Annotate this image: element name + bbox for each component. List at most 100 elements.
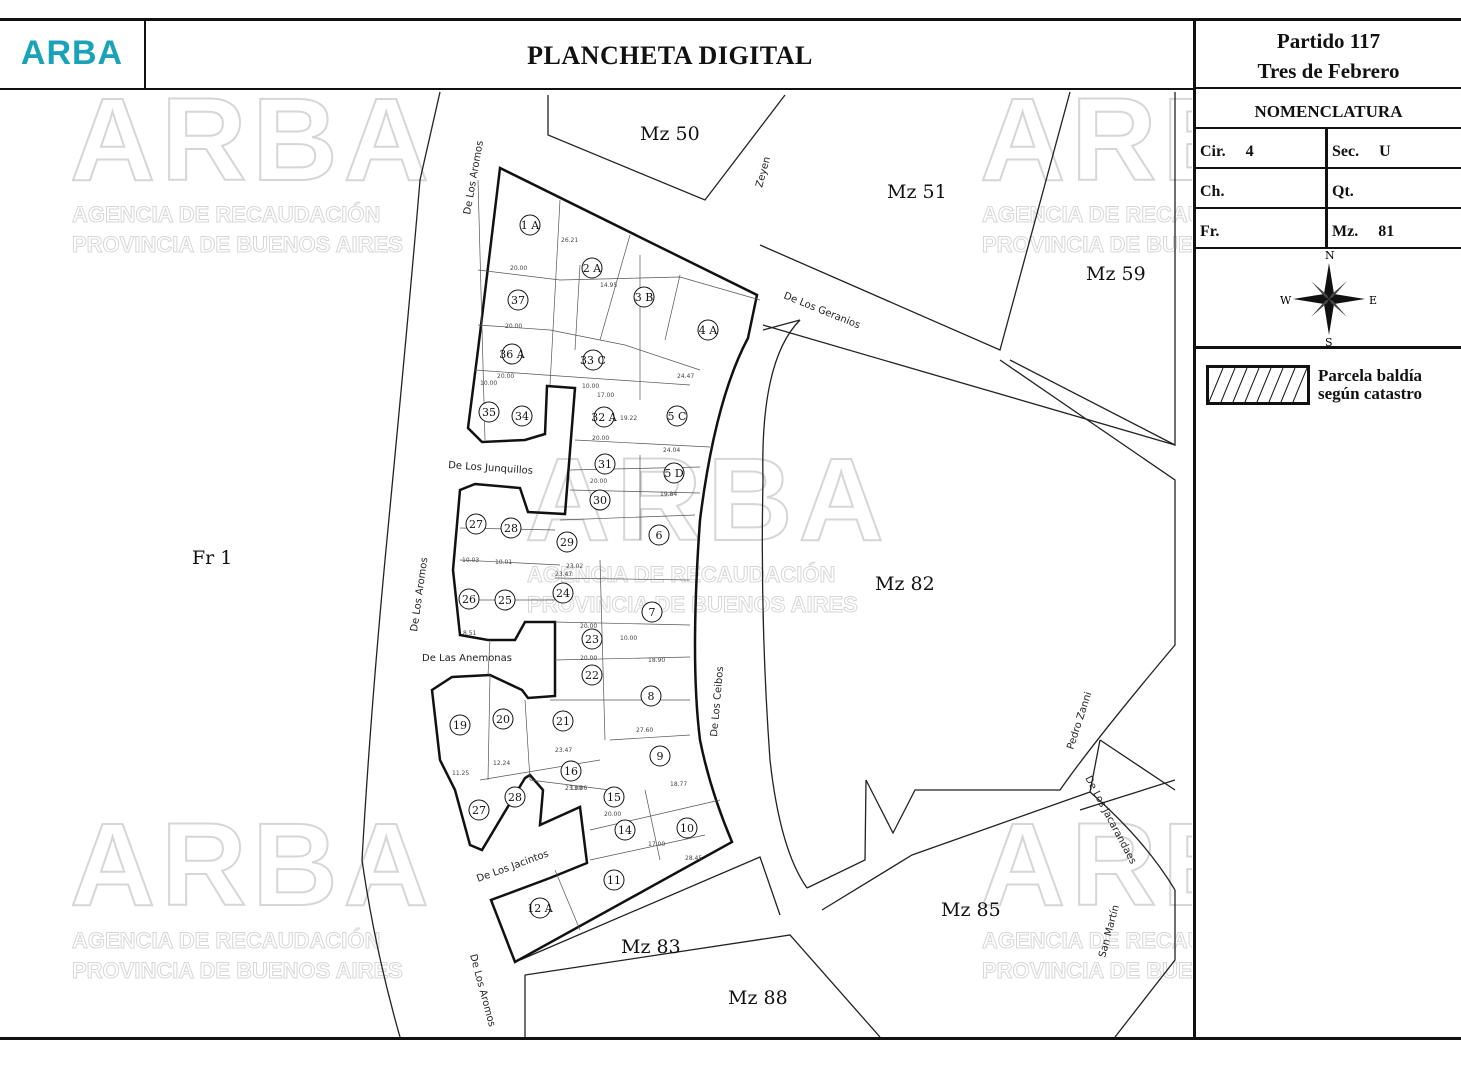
hatch-icon bbox=[1208, 367, 1308, 403]
svg-text:N: N bbox=[1325, 249, 1335, 262]
dimension-label: 20.00 bbox=[592, 435, 609, 442]
watermark-line2: PROVINCIA DE BUENOS AIRES bbox=[72, 958, 403, 983]
block-label: Mz 83 bbox=[621, 936, 681, 958]
lot-circle bbox=[603, 869, 625, 891]
watermark-top-left: ARBA AGENCIA DE RECAUDACIÓN PROVINCIA DE… bbox=[69, 91, 435, 258]
dimension-label: 17.00 bbox=[597, 392, 614, 399]
lot-marker: 31 bbox=[594, 453, 616, 475]
dimension-label: 28.45 bbox=[685, 855, 702, 862]
watermark-top-right: ARBA AGENCIA DE RECAUDACIÓN PROVINCIA DE… bbox=[979, 91, 1192, 258]
lot-number: 36 A bbox=[499, 348, 525, 361]
lot-marker: 12 A bbox=[527, 897, 554, 919]
title-cell: PLANCHETA DIGITAL bbox=[146, 18, 1194, 90]
lot-number: 24 bbox=[556, 587, 570, 600]
lot-number: 27 bbox=[469, 518, 483, 531]
street-label: De Los Aromos bbox=[462, 140, 486, 216]
lot-circle bbox=[494, 589, 516, 611]
dimension-label: 20.00 bbox=[580, 623, 597, 630]
lot-circle bbox=[465, 513, 487, 535]
lot-circle bbox=[501, 343, 523, 365]
lot-circle bbox=[603, 786, 625, 808]
lot-marker: 23 bbox=[581, 628, 603, 650]
lot-marker: 19 bbox=[449, 714, 471, 736]
lot-circle bbox=[507, 289, 529, 311]
dimension-label: 26.21 bbox=[561, 237, 578, 244]
dimension-label: 19.84 bbox=[660, 491, 677, 498]
watermark-line2: PROVINCIA DE BUENOS AIRES bbox=[982, 232, 1192, 257]
lot-number: 29 bbox=[560, 536, 574, 549]
block-label: Mz 88 bbox=[728, 987, 788, 1009]
lot-circle bbox=[697, 319, 719, 341]
lot-number: 28 bbox=[508, 791, 522, 804]
lot-number: 10 bbox=[680, 822, 694, 835]
watermark-line1: AGENCIA DE RECAUDACIÓN bbox=[72, 928, 380, 953]
lot-circle bbox=[649, 745, 671, 767]
lot-marker: 8 bbox=[640, 685, 662, 707]
block-outlines bbox=[361, 91, 1176, 1037]
dimension-label: 19.22 bbox=[620, 415, 637, 422]
fr-field: Fr. bbox=[1196, 209, 1328, 247]
lot-circle bbox=[582, 349, 604, 371]
lot-number: 7 bbox=[649, 606, 656, 619]
watermark-line1: AGENCIA DE RECAUDACIÓN bbox=[527, 562, 835, 587]
watermark-line2: PROVINCIA DE BUENOS AIRES bbox=[982, 958, 1192, 983]
watermark-text: ARBA bbox=[980, 91, 1192, 206]
watermark-text: ARBA bbox=[980, 799, 1192, 931]
lot-marker: 27 bbox=[465, 513, 487, 535]
lot-number: 25 bbox=[498, 594, 512, 607]
dimension-label: 12.24 bbox=[493, 760, 510, 767]
lot-number: 34 bbox=[515, 410, 529, 423]
nomenclature-row: Fr. Mz.81 bbox=[1196, 209, 1461, 249]
lot-circle bbox=[633, 286, 655, 308]
lot-marker: 3 B bbox=[633, 286, 655, 308]
lot-circle bbox=[593, 406, 615, 428]
lot-marker: 37 bbox=[507, 289, 529, 311]
qt-field: Qt. bbox=[1332, 183, 1354, 200]
lot-number: 1 A bbox=[521, 219, 540, 232]
legend: Parcela baldía según catastro bbox=[1196, 349, 1461, 409]
dimension-label: 14.95 bbox=[600, 282, 617, 289]
lot-number: 37 bbox=[511, 294, 525, 307]
lot-number: 4 A bbox=[699, 324, 718, 337]
compass-icon: N S E W bbox=[1280, 249, 1377, 349]
lot-number: 12 A bbox=[527, 902, 553, 915]
lot-circle bbox=[552, 582, 574, 604]
lot-marker: 30 bbox=[589, 489, 611, 511]
lot-lines bbox=[459, 179, 761, 931]
watermark-text: ARBA bbox=[70, 91, 435, 206]
dimension-label: 18.90 bbox=[648, 657, 665, 664]
lot-number: 31 bbox=[598, 458, 612, 471]
lot-circle bbox=[676, 817, 698, 839]
street-label: De Las Anemonas bbox=[422, 653, 512, 664]
block-label: Mz 59 bbox=[1086, 263, 1146, 285]
block-label: Mz 85 bbox=[941, 899, 1001, 921]
lot-circle bbox=[478, 401, 500, 423]
lot-marker: 32 A bbox=[591, 406, 618, 428]
dimension-label: 10.00 bbox=[480, 380, 497, 387]
dimension-label: 10.03 bbox=[462, 557, 479, 564]
lot-marker: 34 bbox=[511, 405, 533, 427]
watermark-bottom-left: ARBA AGENCIA DE RECAUDACIÓN PROVINCIA DE… bbox=[69, 798, 430, 984]
lot-number: 15 bbox=[607, 791, 621, 804]
lot-marker: 4 A bbox=[697, 319, 719, 341]
lot-number: 20 bbox=[496, 713, 510, 726]
dimension-label: 20.00 bbox=[505, 323, 522, 330]
street-label: De Los Aromos bbox=[409, 557, 430, 633]
lot-circle bbox=[511, 405, 533, 427]
lot-circle bbox=[666, 405, 688, 427]
lot-number: 26 bbox=[462, 593, 476, 606]
lot-number: 30 bbox=[593, 494, 607, 507]
lot-marker: 10 bbox=[676, 817, 698, 839]
dimension-label: 23.02 bbox=[566, 563, 583, 570]
block-label: Mz 50 bbox=[640, 123, 700, 145]
dimension-label: 20.00 bbox=[604, 811, 621, 818]
lot-marker: 27 bbox=[468, 799, 490, 821]
lot-number: 35 bbox=[482, 406, 496, 419]
lot-number: 19 bbox=[453, 719, 467, 732]
lot-number: 9 bbox=[657, 750, 664, 763]
block-81-outline bbox=[430, 166, 759, 964]
dimension-label: 23.47 bbox=[555, 747, 572, 754]
dimension-label: 23.47 bbox=[555, 571, 572, 578]
dimension-label: 20.00 bbox=[497, 373, 514, 380]
lot-circle bbox=[663, 462, 685, 484]
